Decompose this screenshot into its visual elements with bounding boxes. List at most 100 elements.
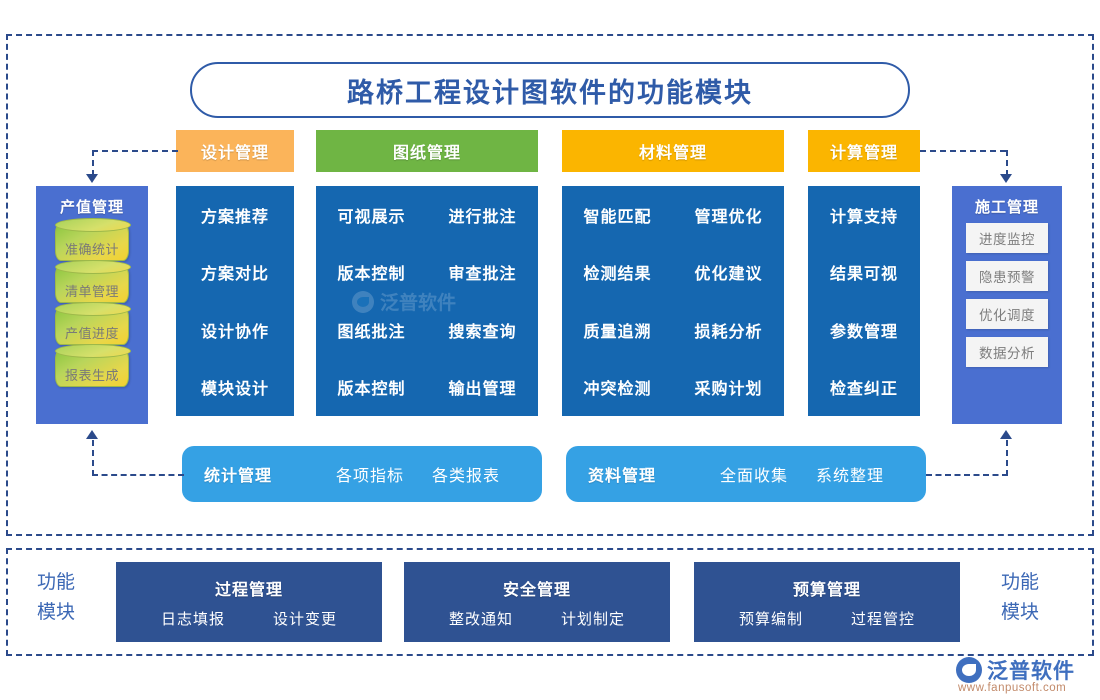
connector-stats-to-output-vertical: [92, 440, 94, 476]
cylinder-icon[interactable]: 准确统计: [55, 218, 131, 261]
category-header-design[interactable]: 设计管理: [176, 130, 294, 172]
column-row: 计算支持: [808, 186, 920, 244]
documents-bar-title: 资料管理: [588, 468, 657, 485]
diagram-title-box: 路桥工程设计图软件的功能模块: [190, 62, 910, 118]
feature-item[interactable]: 可视展示: [337, 208, 406, 226]
budget-item[interactable]: 过程管控: [851, 610, 916, 628]
statistics-bar[interactable]: 统计管理 各项指标 各类报表: [182, 446, 542, 502]
column-row: 检测结果 优化建议: [562, 244, 784, 302]
main-dashed-frame: [6, 34, 1094, 536]
feature-item[interactable]: 设计协作: [200, 323, 269, 341]
feature-item[interactable]: 方案对比: [200, 266, 269, 284]
feature-item[interactable]: 输出管理: [448, 381, 517, 399]
budget-item[interactable]: 预算编制: [738, 610, 803, 628]
feature-item[interactable]: 结果可视: [829, 266, 898, 284]
output-value-panel-title: 产值管理: [59, 199, 124, 216]
connector-design-to-output-horizontal: [92, 150, 178, 152]
column-row: 冲突检测 采购计划: [562, 359, 784, 417]
function-module-label-right-line1: 功能: [1000, 572, 1039, 593]
column-row: 方案推荐: [176, 186, 294, 244]
output-value-panel: 产值管理 准确统计 清单管理 产值进度 报表生成: [36, 186, 148, 424]
feature-item[interactable]: 管理优化: [694, 208, 763, 226]
construction-chip[interactable]: 进度监控: [966, 223, 1048, 253]
safety-management-items: 整改通知 计划制定: [449, 608, 625, 629]
process-item[interactable]: 日志填报: [160, 610, 225, 628]
connector-docs-to-construction-horizontal: [926, 474, 1008, 476]
documents-bar[interactable]: 资料管理 全面收集 系统整理: [566, 446, 926, 502]
process-item[interactable]: 设计变更: [273, 610, 338, 628]
safety-item[interactable]: 计划制定: [561, 610, 626, 628]
page-title: 路桥工程设计图软件的功能模块: [347, 77, 753, 108]
statistics-bar-items: 各项指标 各类报表: [336, 462, 500, 486]
feature-item[interactable]: 版本控制: [337, 266, 406, 284]
column-row: 智能匹配 管理优化: [562, 186, 784, 244]
process-management-block[interactable]: 过程管理 日志填报 设计变更: [116, 562, 382, 642]
column-row: 质量追溯 损耗分析: [562, 301, 784, 359]
function-module-label-left: 功能 模块: [20, 568, 92, 628]
connector-docs-to-construction-vertical: [1006, 440, 1008, 476]
feature-item[interactable]: 冲突检测: [583, 381, 652, 399]
cylinder-label: 清单管理: [64, 284, 119, 299]
feature-item[interactable]: 智能匹配: [583, 208, 652, 226]
category-header-design-label: 设计管理: [200, 145, 269, 162]
category-header-drawing-label: 图纸管理: [392, 145, 461, 162]
feature-item[interactable]: 方案推荐: [200, 208, 269, 226]
cylinder-icon[interactable]: 产值进度: [55, 302, 131, 345]
statistics-item[interactable]: 各项指标: [336, 468, 405, 485]
brand-swirl-icon: [956, 657, 982, 683]
connector-calc-to-construction-vertical: [1006, 150, 1008, 176]
feature-item[interactable]: 进行批注: [448, 208, 517, 226]
feature-item[interactable]: 检查纠正: [829, 381, 898, 399]
safety-management-title: 安全管理: [502, 581, 571, 599]
budget-management-block[interactable]: 预算管理 预算编制 过程管控: [694, 562, 960, 642]
feature-item[interactable]: 搜索查询: [448, 323, 517, 341]
arrow-down-icon: [1000, 174, 1012, 183]
documents-bar-items: 全面收集 系统整理: [720, 462, 884, 486]
construction-chip[interactable]: 数据分析: [966, 337, 1048, 367]
statistics-item[interactable]: 各类报表: [432, 468, 501, 485]
arrow-up-icon: [1000, 430, 1012, 439]
safety-item[interactable]: 整改通知: [448, 610, 513, 628]
column-row: 版本控制 输出管理: [316, 359, 538, 417]
feature-item[interactable]: 计算支持: [829, 208, 898, 226]
documents-item[interactable]: 系统整理: [816, 468, 885, 485]
category-column-calc: 计算支持 结果可视 参数管理 检查纠正: [808, 186, 920, 416]
category-header-drawing[interactable]: 图纸管理: [316, 130, 538, 172]
column-row: 参数管理: [808, 301, 920, 359]
category-header-calc[interactable]: 计算管理: [808, 130, 920, 172]
feature-item[interactable]: 参数管理: [829, 323, 898, 341]
cylinder-label: 准确统计: [64, 242, 119, 257]
brand-logo-url: www.fanpusoft.com: [958, 682, 1067, 694]
function-module-label-left-line1: 功能: [36, 572, 75, 593]
budget-management-title: 预算管理: [792, 581, 861, 599]
feature-item[interactable]: 优化建议: [694, 266, 763, 284]
feature-item[interactable]: 采购计划: [694, 381, 763, 399]
column-row: 可视展示 进行批注: [316, 186, 538, 244]
construction-panel-title: 施工管理: [974, 199, 1039, 216]
feature-item[interactable]: 模块设计: [200, 381, 269, 399]
feature-item[interactable]: 检测结果: [583, 266, 652, 284]
brand-logo: 泛普软件: [956, 655, 1075, 685]
feature-item[interactable]: 审查批注: [448, 266, 517, 284]
category-column-material: 智能匹配 管理优化 检测结果 优化建议 质量追溯 损耗分析 冲突检测 采购计划: [562, 186, 784, 416]
category-header-material[interactable]: 材料管理: [562, 130, 784, 172]
connector-calc-to-construction-horizontal: [920, 150, 1006, 152]
cylinder-icon[interactable]: 清单管理: [55, 260, 131, 303]
feature-item[interactable]: 版本控制: [337, 381, 406, 399]
column-row: 图纸批注 搜索查询: [316, 301, 538, 359]
feature-item[interactable]: 图纸批注: [337, 323, 406, 341]
cylinder-label: 产值进度: [64, 326, 119, 341]
construction-panel: 施工管理 进度监控 隐患预警 优化调度 数据分析: [952, 186, 1062, 424]
function-module-label-left-line2: 模块: [36, 602, 75, 623]
budget-management-items: 预算编制 过程管控: [739, 608, 915, 629]
construction-chip[interactable]: 优化调度: [966, 299, 1048, 329]
feature-item[interactable]: 损耗分析: [694, 323, 763, 341]
construction-chip[interactable]: 隐患预警: [966, 261, 1048, 291]
feature-item[interactable]: 质量追溯: [583, 323, 652, 341]
documents-item[interactable]: 全面收集: [720, 468, 789, 485]
process-management-title: 过程管理: [214, 581, 283, 599]
column-row: 结果可视: [808, 244, 920, 302]
cylinder-icon[interactable]: 报表生成: [55, 344, 131, 387]
statistics-bar-title: 统计管理: [204, 468, 273, 485]
safety-management-block[interactable]: 安全管理 整改通知 计划制定: [404, 562, 670, 642]
